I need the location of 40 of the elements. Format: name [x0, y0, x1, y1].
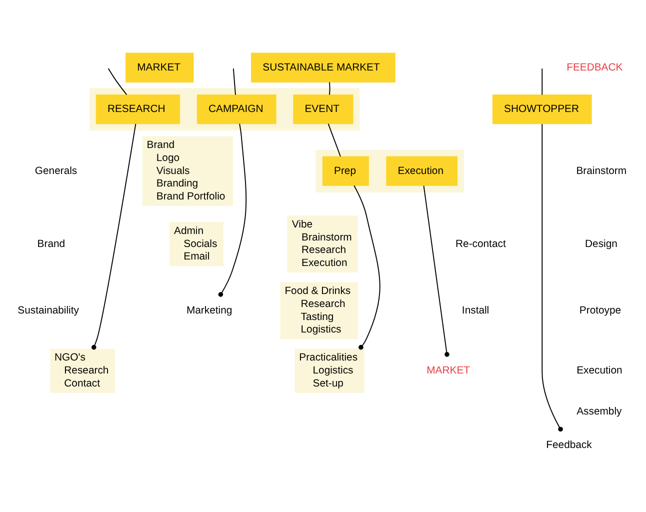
label: Brainstorm [576, 165, 627, 176]
label: Brand [37, 238, 66, 250]
cluster [316, 149, 464, 192]
node-box: MARKET [126, 52, 194, 82]
connector [328, 122, 341, 156]
connector [423, 184, 450, 356]
node-text: MARKET [426, 365, 470, 376]
connector [232, 68, 236, 95]
node-box: Practicalities Logistics Set-up [294, 348, 364, 392]
connector [218, 122, 247, 296]
node-box: Vibe Brainstorm Research Execution [287, 215, 358, 272]
cluster [89, 88, 360, 130]
label: FEEDBACK [566, 62, 623, 73]
label: Generals [34, 165, 78, 176]
node-box: Brand Logo Visuals Branding Brand Portfolio [142, 136, 233, 206]
connector [542, 68, 543, 95]
label: Install [462, 304, 490, 316]
label: Execution [576, 365, 622, 376]
label: Sustainability [18, 304, 79, 316]
connector [108, 68, 128, 95]
node-text: Feedback [546, 440, 592, 451]
node-box: Food & Drinks Research Tasting Logistics [280, 282, 358, 339]
connector [329, 81, 330, 95]
node-box: Execution [386, 156, 458, 186]
node-box: EVENT [293, 94, 354, 124]
node-box: SHOWTOPPER [492, 94, 592, 124]
label: Design [585, 238, 618, 250]
node-box: Prep [322, 156, 369, 186]
node-box: NGO's Research Contact [50, 348, 116, 392]
node-box: SUSTAINABLE MARKET [251, 52, 396, 82]
node-box: RESEARCH [96, 94, 180, 124]
label: Re-contact [456, 238, 506, 250]
label: Assembly [576, 406, 622, 417]
node-text: Marketing [186, 304, 232, 316]
node-box: CAMPAIGN [196, 94, 276, 124]
connector [542, 123, 563, 432]
connector [91, 122, 136, 350]
connector [354, 184, 380, 350]
label: Protoype [579, 304, 622, 316]
node-box: Admin Socials Email [170, 222, 224, 266]
